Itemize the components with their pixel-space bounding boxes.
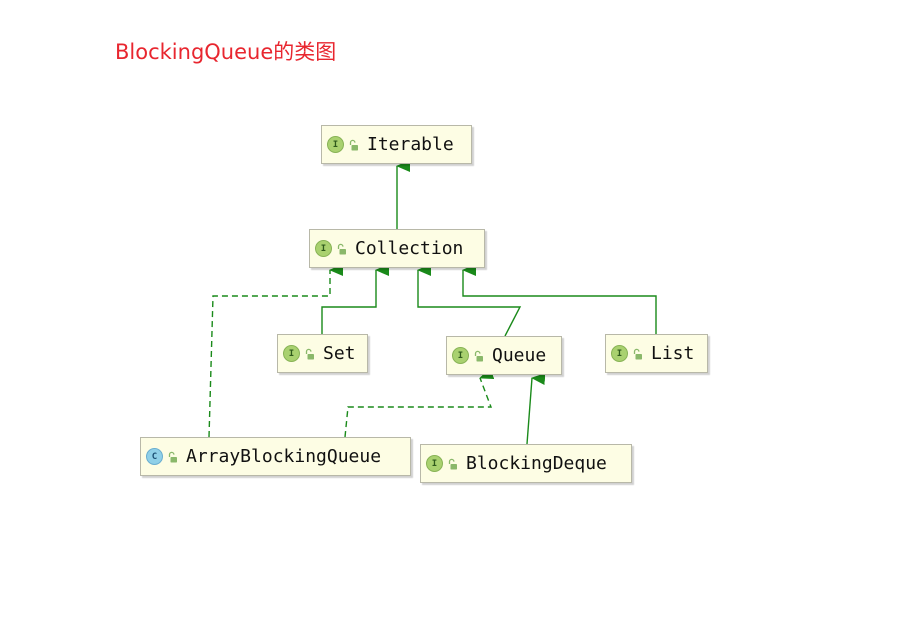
node-iterable[interactable]: I Iterable: [321, 125, 472, 164]
interface-badge-icon: I: [611, 345, 628, 362]
node-label: Collection: [355, 238, 464, 259]
node-label: List: [651, 343, 695, 364]
edge-arrayblockingqueue-implements-queue: [344, 367, 495, 438]
edge-arrayblockingqueue-implements-collection: [208, 264, 343, 438]
unlocked-icon: [305, 348, 314, 359]
node-list[interactable]: I List: [605, 334, 708, 373]
unlocked-icon: [168, 451, 177, 462]
interface-badge-icon: I: [315, 240, 332, 257]
class-badge-icon: C: [146, 448, 163, 465]
edge-set-extends-collection: [321, 264, 389, 334]
unlocked-icon: [337, 243, 346, 254]
edge-queue-extends-collection: [417, 264, 522, 337]
node-array-blocking-queue[interactable]: C ArrayBlockingQueue: [140, 437, 411, 476]
node-blocking-deque[interactable]: I BlockingDeque: [420, 444, 632, 483]
node-label: ArrayBlockingQueue: [186, 446, 382, 467]
diagram-title: BlockingQueue的类图: [115, 40, 337, 64]
unlocked-icon: [349, 139, 358, 150]
edge-list-extends-collection: [462, 264, 657, 334]
node-queue[interactable]: I Queue: [446, 336, 562, 375]
interface-badge-icon: I: [426, 455, 443, 472]
node-label: Set: [323, 343, 356, 364]
unlocked-icon: [474, 350, 483, 361]
interface-badge-icon: I: [452, 347, 469, 364]
edge-blockingdeque-extends-queue: [526, 372, 546, 445]
node-label: BlockingDeque: [466, 453, 607, 474]
interface-badge-icon: I: [327, 136, 344, 153]
unlocked-icon: [448, 458, 457, 469]
node-collection[interactable]: I Collection: [309, 229, 485, 268]
interface-badge-icon: I: [283, 345, 300, 362]
node-label: Queue: [492, 345, 547, 366]
node-label: Iterable: [367, 134, 454, 155]
node-set[interactable]: I Set: [277, 334, 368, 373]
unlocked-icon: [633, 348, 642, 359]
